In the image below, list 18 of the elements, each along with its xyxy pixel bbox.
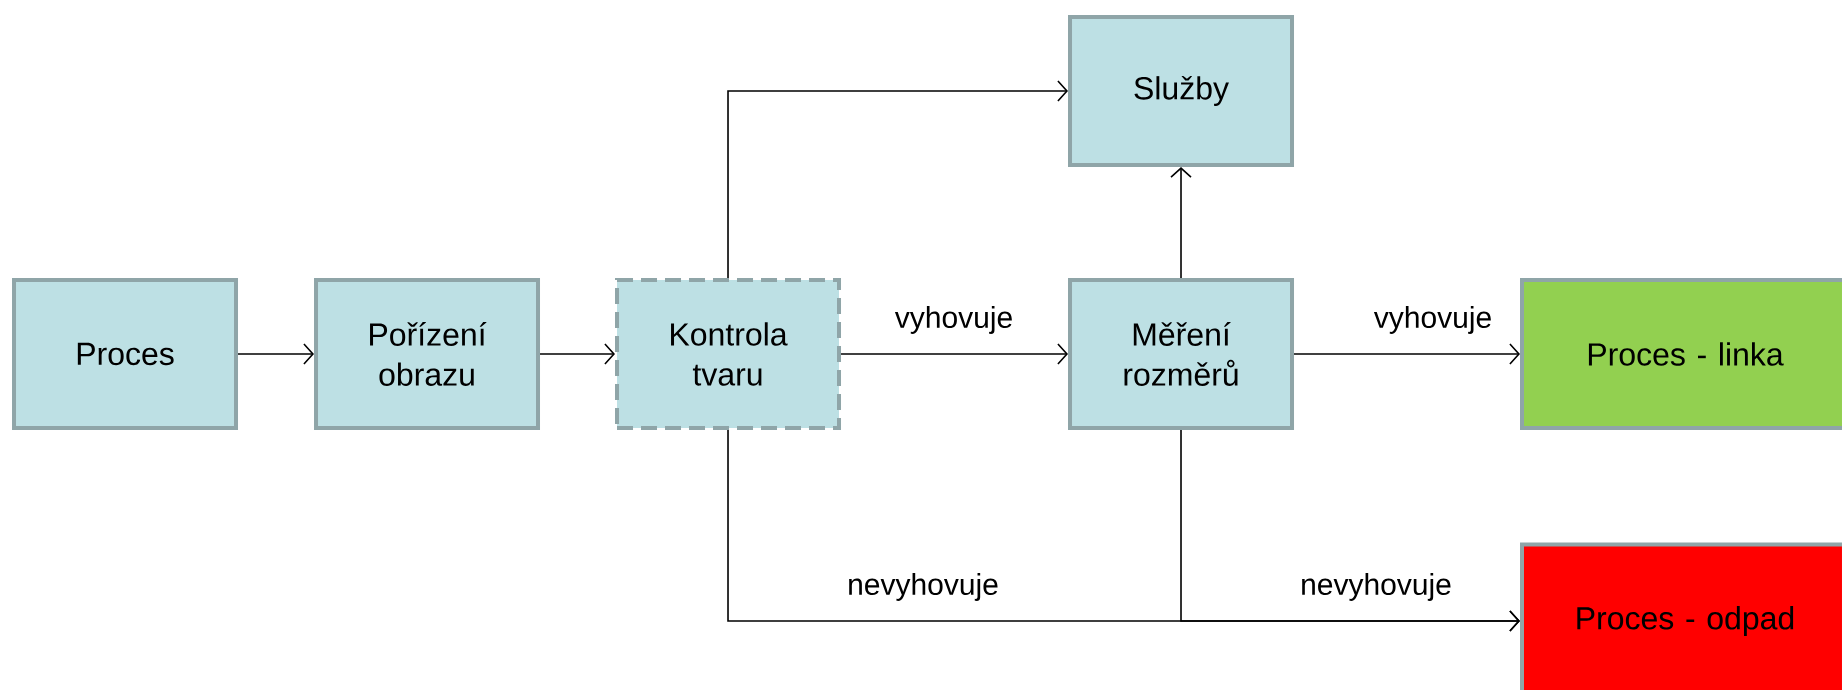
arrow: [1293, 343, 1520, 365]
process-box: Služby: [1068, 15, 1294, 167]
process-box: Měření rozměrů: [1068, 278, 1294, 430]
process-box: Proces: [12, 278, 238, 430]
process-box: Kontrola tvaru: [615, 278, 841, 430]
arrow: [1170, 167, 1192, 279]
arrow: [840, 343, 1068, 365]
edge-label: vyhovuje: [1373, 306, 1491, 334]
process-box: Proces - linka: [1520, 278, 1842, 430]
arrow: [1180, 429, 1520, 632]
arrow: [727, 80, 1068, 279]
arrow: [539, 343, 615, 365]
edge-label: vyhovuje: [894, 306, 1012, 334]
process-box: Proces - odpad: [1520, 542, 1842, 690]
arrow: [237, 343, 314, 365]
edge-label: nevyhovuje: [1302, 573, 1451, 601]
process-box: Pořízení obrazu: [314, 278, 540, 430]
edge-label: nevyhovuje: [849, 573, 998, 601]
